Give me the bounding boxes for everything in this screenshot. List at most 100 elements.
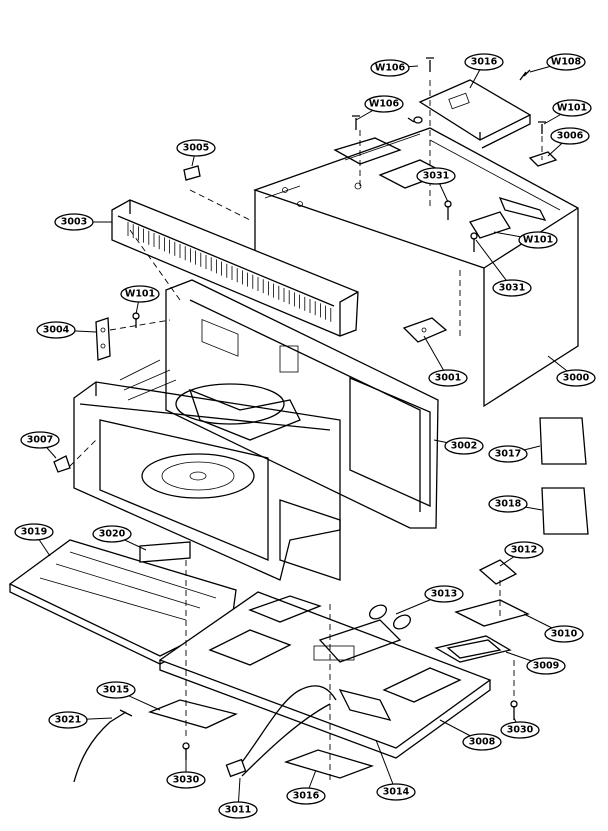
side-bracket — [95, 317, 111, 361]
callout-label: 3006 — [557, 131, 584, 142]
thermistor — [73, 709, 133, 783]
callout-3004: 3004 — [36, 321, 97, 339]
callout-w108: W108 — [529, 53, 586, 73]
callout-3018: 3018 — [488, 495, 543, 513]
callout-oval — [444, 437, 484, 455]
clips — [183, 151, 558, 343]
callout-label: 3013 — [431, 589, 457, 600]
callout-oval — [286, 787, 326, 805]
callout-w106a: W106 — [370, 59, 419, 77]
callout-label: 3019 — [21, 527, 47, 538]
callout-w106b: W106 — [355, 95, 404, 121]
filter — [139, 541, 191, 563]
callout-3030b: 3030 — [166, 758, 206, 789]
callout-label: 3002 — [451, 441, 477, 452]
callout-label: 3011 — [225, 805, 251, 816]
latch — [53, 455, 71, 473]
callout-oval — [428, 369, 468, 387]
callout-3017: 3017 — [488, 445, 541, 463]
callout-3021: 3021 — [48, 711, 113, 729]
callout-3008: 3008 — [439, 719, 502, 751]
callout-3020: 3020 — [92, 525, 147, 551]
callout-3016b: 3016 — [286, 769, 326, 805]
callout-oval — [488, 495, 528, 513]
small-plates — [434, 559, 530, 663]
callout-w101b: W101 — [120, 285, 160, 315]
callout-label: 3000 — [563, 373, 590, 384]
callout-oval — [556, 369, 596, 387]
callout-oval — [96, 681, 136, 699]
callout-oval — [364, 95, 404, 113]
callout-oval — [376, 783, 416, 801]
callout-label: 3016 — [293, 791, 320, 802]
callout-oval — [500, 721, 540, 739]
callout-label: 3030 — [173, 775, 200, 786]
callout-label: 3007 — [27, 435, 53, 446]
callout-label: 3031 — [423, 171, 449, 182]
callout-label: 3018 — [495, 499, 522, 510]
callout-3010: 3010 — [523, 613, 584, 643]
outer-cabinet — [253, 127, 579, 408]
callout-label: 3015 — [103, 685, 129, 696]
callout-oval — [92, 525, 132, 543]
callout-label: 3012 — [511, 545, 537, 556]
callout-3012: 3012 — [499, 541, 544, 567]
callout-oval — [518, 231, 558, 249]
callout-oval — [370, 59, 410, 77]
callout-3002: 3002 — [433, 437, 484, 455]
callout-oval — [552, 99, 592, 117]
callout-3016a: 3016 — [464, 53, 504, 89]
callout-w101a: W101 — [543, 99, 592, 125]
callout-3031b: 3031 — [475, 239, 532, 297]
callout-3030a: 3030 — [500, 717, 540, 739]
callout-3019: 3019 — [14, 523, 54, 557]
callout-label: W106 — [375, 63, 406, 74]
callout-3003: 3003 — [54, 213, 112, 231]
callout-label: 3008 — [469, 737, 496, 748]
callout-label: W101 — [125, 289, 155, 300]
callout-oval — [492, 279, 532, 297]
callout-oval — [546, 53, 586, 71]
callout-label: 3016 — [471, 57, 498, 68]
callout-oval — [526, 657, 566, 675]
instruction-cards — [539, 417, 589, 535]
callout-label: 3005 — [183, 143, 209, 154]
callout-oval — [416, 167, 456, 185]
callout-w101c: W101 — [493, 231, 558, 249]
callout-label: 3031 — [499, 283, 525, 294]
callout-3011: 3011 — [218, 777, 258, 819]
callout-3006: 3006 — [547, 127, 590, 157]
callout-oval — [176, 139, 216, 157]
callout-oval — [424, 585, 464, 603]
callout-label: 3010 — [551, 629, 578, 640]
oven-cavity — [73, 279, 439, 581]
callout-oval — [120, 285, 160, 303]
callout-oval — [550, 127, 590, 145]
callout-oval — [166, 771, 206, 789]
callout-oval — [14, 523, 54, 541]
callout-3014: 3014 — [375, 739, 416, 801]
base-plate — [158, 591, 492, 759]
callout-oval — [488, 445, 528, 463]
callout-oval — [36, 321, 76, 339]
callout-oval — [48, 711, 88, 729]
callout-label: W106 — [369, 99, 400, 110]
callout-label: 3014 — [383, 787, 410, 798]
callout-oval — [462, 733, 502, 751]
callout-oval — [504, 541, 544, 559]
callout-label: 3021 — [55, 715, 81, 726]
capacitors — [368, 604, 412, 630]
vent-grille — [111, 199, 359, 337]
power-cord — [225, 685, 337, 778]
callout-label: 3003 — [61, 217, 87, 228]
callout-oval — [464, 53, 504, 71]
callout-label: W108 — [551, 57, 582, 68]
callout-3000: 3000 — [547, 355, 596, 387]
callout-3013: 3013 — [395, 585, 464, 615]
callout-oval — [544, 625, 584, 643]
callout-label: 3004 — [43, 325, 70, 336]
callout-label: 3009 — [533, 661, 559, 672]
